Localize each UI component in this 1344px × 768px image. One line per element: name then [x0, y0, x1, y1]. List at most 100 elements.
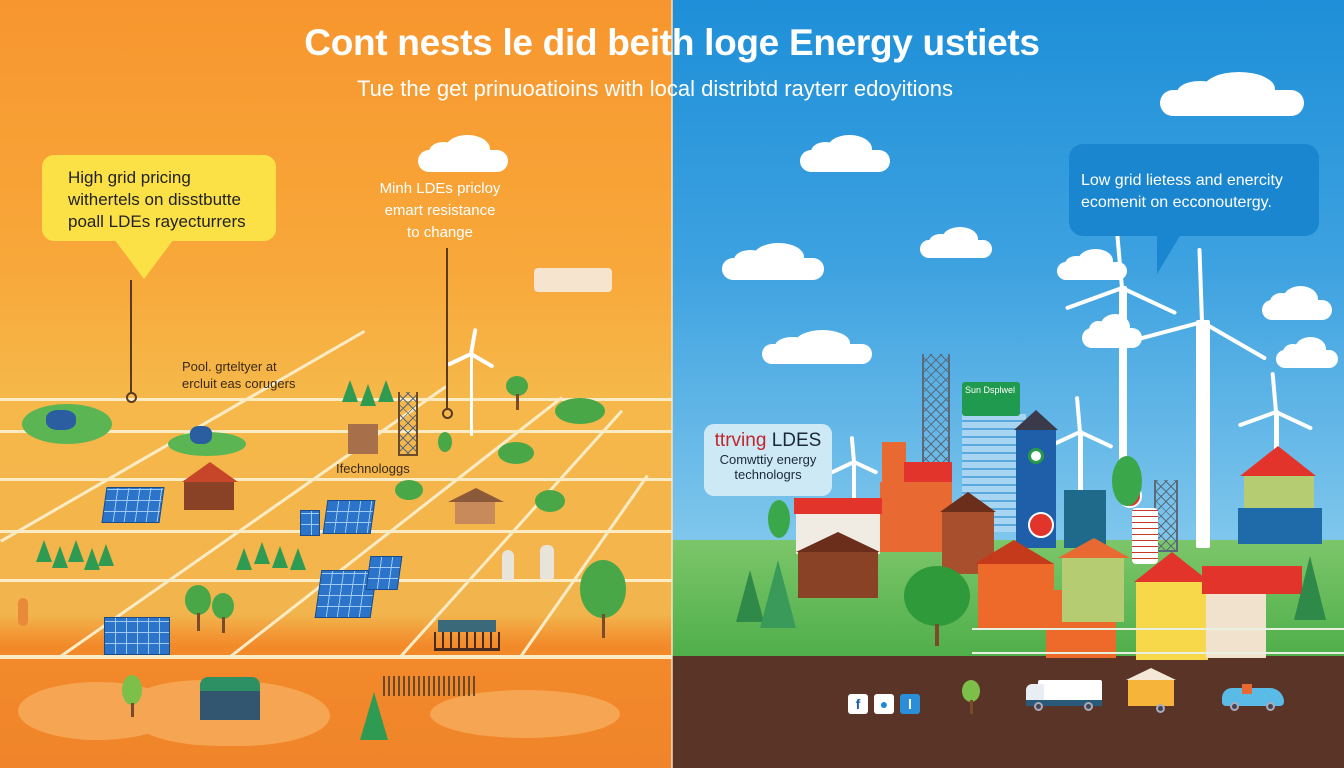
cloud-icon: [1262, 286, 1332, 320]
road: [0, 430, 672, 433]
orange-house-roof: [974, 540, 1054, 564]
callout-high-grid-pricing: High grid pricing withertels on disstbut…: [42, 155, 276, 279]
eco-badge-icon: [1028, 448, 1044, 464]
car-icon: [1222, 682, 1284, 711]
cloud-icon: [1276, 337, 1338, 368]
storage-building: [200, 687, 260, 720]
pine-tree-icon: [736, 570, 764, 622]
note-resistance-to-change: Minh LDEs pricloy emart resistance to ch…: [356, 178, 524, 244]
hut-roof: [448, 488, 504, 502]
page-title: Cont nests le did beith loge Energy usti…: [304, 22, 1040, 63]
stacked-platform: [534, 268, 612, 292]
facebook-icon[interactable]: f: [848, 694, 868, 714]
left-panel-distributed-grid: High grid pricing withertels on disstbut…: [0, 0, 672, 768]
field-blob: [430, 690, 620, 738]
green-gable-roof: [1240, 446, 1316, 476]
blue-tower-roof: [1014, 410, 1058, 430]
fence: [383, 676, 475, 696]
factory-chimney: [882, 442, 906, 484]
orange-house: [978, 564, 1054, 628]
hut-icon: [455, 500, 495, 524]
brick-house-roof: [796, 532, 880, 552]
truck-icon: [1026, 680, 1102, 712]
pin-line: [130, 280, 132, 393]
label-line: ercluit eas corugers: [182, 376, 296, 391]
green-house-roof: [1058, 538, 1130, 558]
solar-panel-icon: [365, 556, 403, 590]
tall-brick-roof: [940, 492, 996, 512]
blue-storefront: [1238, 508, 1322, 544]
table-legs: [434, 632, 500, 651]
soil-ground: [672, 656, 1344, 768]
billboard-text: Sun Dsplwel: [965, 385, 1016, 395]
label-heading-rest: LDES: [771, 430, 822, 451]
equipment: [190, 426, 212, 444]
pine-tree-icon: [360, 692, 388, 740]
cloud-icon: [1082, 314, 1142, 348]
solar-panel-icon: [104, 617, 170, 655]
panel-divider: [671, 0, 673, 768]
cloud-icon: [1057, 249, 1127, 280]
storage-roof: [200, 677, 260, 691]
pine-tree-icon: [360, 384, 376, 406]
tiny-house-icon: [1126, 668, 1176, 714]
pine-tree-icon: [378, 380, 394, 402]
road: [0, 655, 672, 659]
pine-tree-icon: [342, 380, 358, 402]
sign-icon: [1028, 512, 1054, 538]
pine-tree-icon: [290, 548, 306, 570]
solar-panel-icon: [300, 510, 320, 536]
note-line: to change: [407, 224, 473, 241]
cloud-icon: [800, 134, 890, 172]
transmission-tower-icon: [398, 392, 418, 456]
cloud-icon: [920, 227, 992, 258]
road: [0, 478, 672, 481]
label-line: Ifechnologgs: [336, 461, 410, 476]
pine-tree-icon: [84, 548, 100, 570]
fence: [972, 628, 1344, 654]
pine-tree-icon: [1294, 556, 1326, 620]
page-subtitle: Tue the get prinuoatioins with local dis…: [357, 76, 953, 101]
pine-tree-icon: [760, 560, 796, 628]
pine-tree-icon: [272, 546, 288, 568]
label-line: Comwttiy energy: [719, 452, 817, 467]
pine-tree-icon: [236, 548, 252, 570]
callout-line: ecomenit on ecconoutergy.: [1081, 194, 1272, 211]
callout-line: Low grid lietess and enercity: [1081, 172, 1283, 189]
note-line: emart resistance: [384, 202, 496, 219]
cloud-icon: [418, 134, 508, 172]
label-heading: ttrving LDES: [708, 430, 828, 452]
person-icon: [502, 550, 514, 580]
cabin-roof: [182, 462, 238, 482]
cabin-icon: [184, 480, 234, 510]
factory-roof: [904, 462, 952, 482]
cloud-icon: [722, 242, 824, 280]
label-heading-accent: ttrving: [714, 430, 767, 451]
pine-tree-icon: [52, 546, 68, 568]
white-house-roof: [1202, 566, 1302, 594]
storage-tanks: [1132, 508, 1158, 564]
pin-marker: [442, 408, 453, 419]
shed-icon: [348, 424, 378, 454]
pin-line: [446, 248, 448, 410]
label-thriving-ldes: ttrving LDES Comwttiy energy technologrs: [704, 424, 832, 496]
right-panel-community-energy: Sun Dsplwel Low grid lietess and enercit: [672, 0, 1344, 768]
equipment: [46, 410, 76, 430]
linkedin-icon[interactable]: l: [900, 694, 920, 714]
pine-tree-icon: [254, 542, 270, 564]
table-structure: [438, 620, 496, 632]
note-line: Minh LDEs pricloy: [379, 180, 501, 197]
map-label-technologies: Ifechnologgs: [336, 460, 410, 477]
pin-marker: [126, 392, 137, 403]
pine-tree-icon: [98, 544, 114, 566]
solar-panel-icon: [322, 500, 376, 534]
callout-low-grid-costs: Low grid lietess and enercity ecomenit o…: [1069, 144, 1319, 274]
green-house: [1062, 556, 1124, 622]
person-icon: [540, 545, 554, 579]
label-line: Pool. grteltyer at: [182, 359, 277, 374]
brick-house: [798, 552, 878, 598]
road: [0, 398, 672, 401]
twitter-icon[interactable]: ●: [874, 694, 894, 714]
label-line: technologrs: [734, 467, 802, 482]
transmission-tower-icon: [922, 354, 950, 468]
